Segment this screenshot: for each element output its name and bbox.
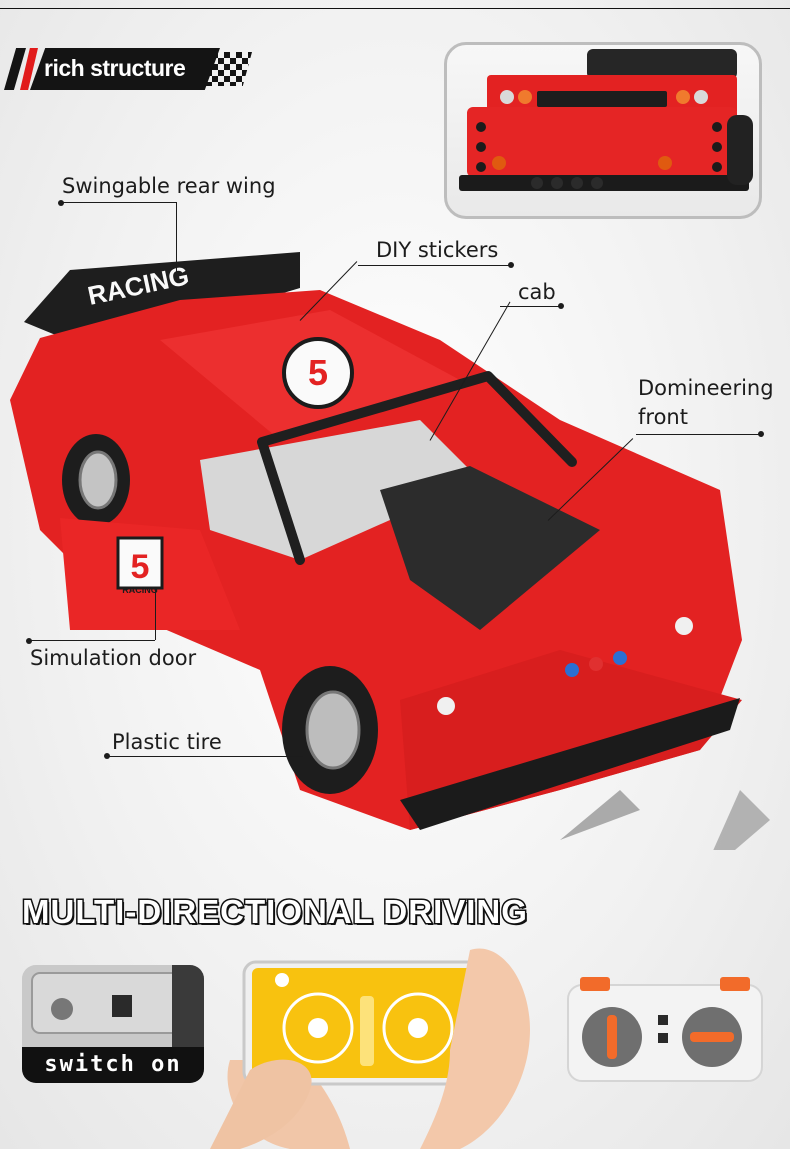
door-number-sticker	[116, 536, 164, 590]
callout-dot	[26, 638, 32, 644]
callout-line	[500, 306, 560, 307]
callout-cab: cab	[518, 280, 556, 304]
roll-cage	[257, 371, 577, 565]
svg-text:5: 5	[308, 352, 328, 393]
callout-line	[29, 640, 155, 641]
driving-heading: MULTI-DIRECTIONAL DRIVING	[21, 892, 529, 932]
top-divider	[0, 8, 790, 9]
headlight-left	[437, 697, 455, 715]
section-title: rich structure	[44, 55, 186, 81]
rear-view-illustration	[459, 49, 753, 191]
callout-diy-stickers: DIY stickers	[376, 238, 499, 262]
callout-dot	[58, 200, 64, 206]
checkered-flag-icon	[206, 52, 252, 86]
car-illustration: 5	[10, 252, 770, 850]
left-joystick	[282, 992, 354, 1064]
phone-app-panel	[200, 940, 620, 1149]
switch-on-label: switch on	[22, 1047, 204, 1083]
ir-remote-illustration	[567, 977, 763, 1082]
front-rim	[305, 690, 361, 770]
callout-dot	[558, 303, 564, 309]
roof-logo-sticker	[282, 337, 354, 409]
app-back-icon	[275, 973, 289, 987]
direction-arrow-1	[560, 790, 640, 840]
callout-line	[176, 202, 177, 272]
callout-simulation-door: Simulation door	[30, 646, 197, 670]
hood-scoop	[380, 466, 600, 630]
gear-slider	[360, 996, 374, 1066]
rear-view-inset-photo	[444, 42, 762, 219]
callout-dot	[758, 431, 764, 437]
callout-line	[61, 202, 177, 203]
rear-rim	[78, 450, 118, 510]
remote-controller-panel	[560, 975, 770, 1085]
callout-dot	[508, 262, 514, 268]
headlight-right	[675, 617, 693, 635]
callout-line	[358, 265, 510, 266]
callout-line	[155, 590, 156, 640]
callout-line	[107, 756, 303, 757]
callout-plastic-tire: Plastic tire	[112, 730, 222, 754]
phone-with-app-illustration	[210, 948, 530, 1149]
callout-line	[636, 434, 760, 435]
front-splitter	[400, 698, 740, 830]
switch-panel: switch on	[22, 965, 204, 1083]
banner-bar	[30, 48, 220, 90]
direction-arrow-2	[713, 790, 770, 850]
right-joystick	[382, 992, 454, 1064]
battery-box-illustration	[22, 965, 204, 1047]
header-banner: rich structure	[0, 48, 260, 90]
callout-rear-wing: Swingable rear wing	[62, 174, 276, 198]
callout-domineering-front-1: Domineering	[638, 376, 774, 400]
callout-domineering-front-2: front	[638, 405, 688, 429]
